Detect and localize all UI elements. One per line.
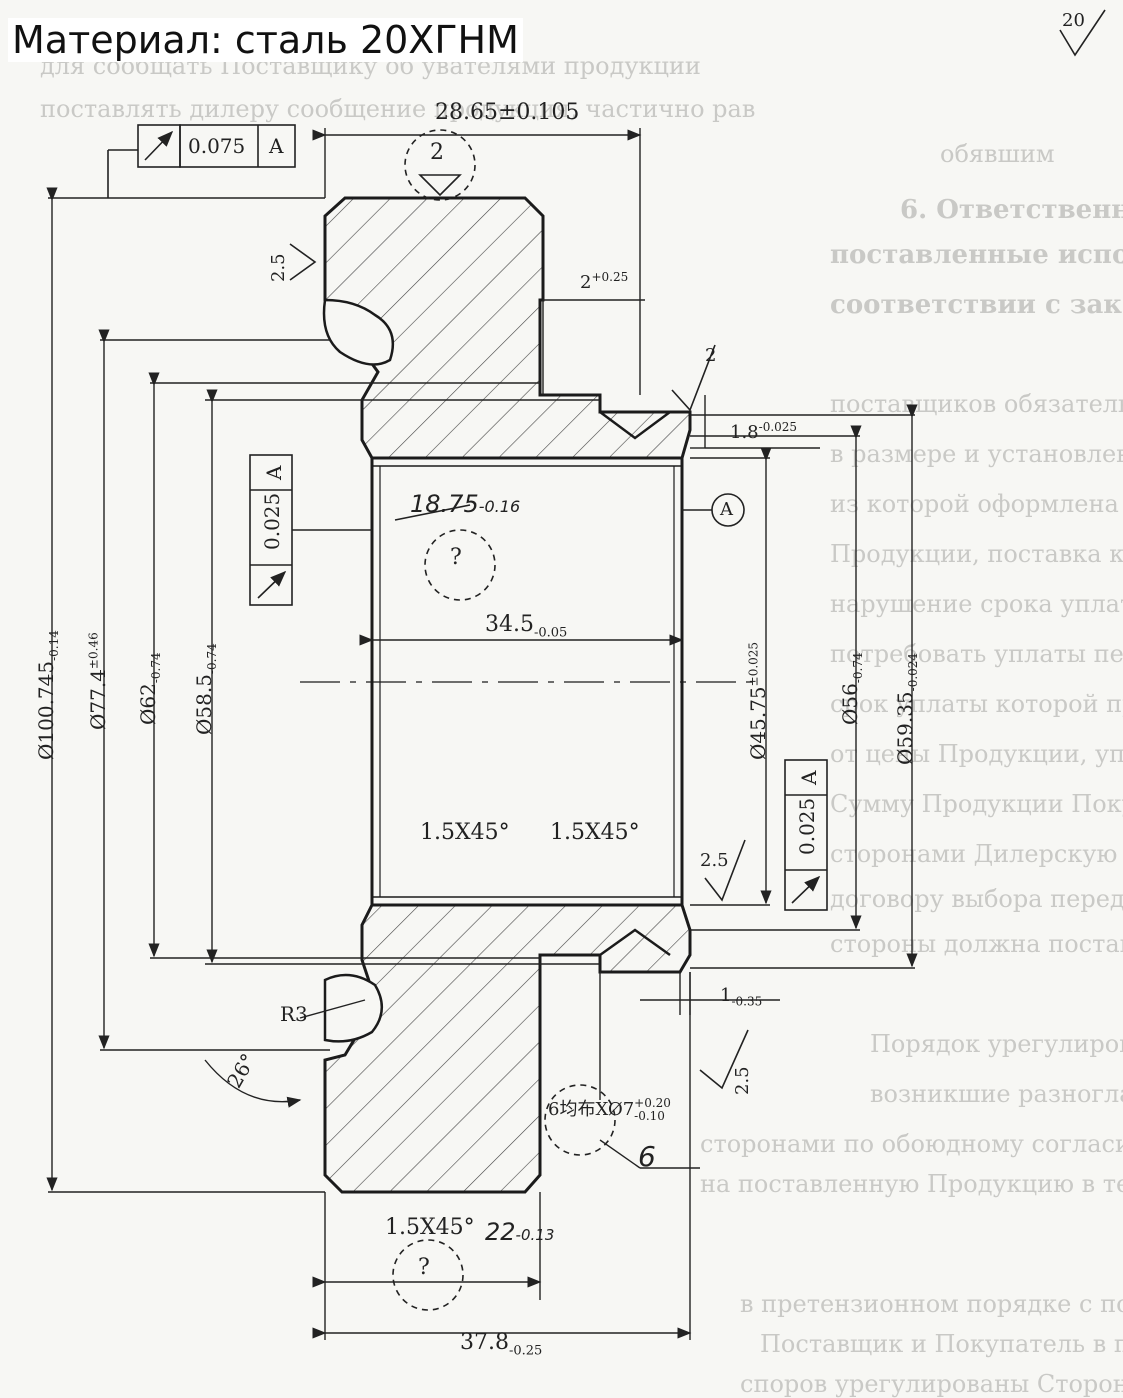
background-text-line: Порядок урегулирования споров при исполн… xyxy=(870,1030,1123,1058)
background-text-line: нарушение срока уплаты цены Продукции По… xyxy=(830,590,1123,618)
background-text-line: в размере и установленные сроки поставки… xyxy=(830,440,1123,468)
dia-62-label: Ø62-0.74 xyxy=(136,652,163,725)
background-text-line: Сумму Продукции Покупатель по настоящему… xyxy=(830,790,1123,818)
dia-58-label: Ø58.5-0.74 xyxy=(192,643,219,735)
bore-width-hand-label: 18.75-0.16 xyxy=(410,490,521,518)
bore-outline xyxy=(300,458,760,905)
datum-a-label-left: A xyxy=(262,465,286,480)
datum-a-label-top: A xyxy=(269,134,284,158)
material-title: Материал: сталь 20ХГНМ xyxy=(8,18,523,62)
roughness-circle-label-top: 2 xyxy=(430,140,444,165)
datum-a-circle-label: A xyxy=(720,499,733,520)
background-text-line: срок уплаты которой просрочена, за кажды… xyxy=(830,690,1123,718)
step-1-8-label: 1.8-0.025 xyxy=(730,420,798,443)
dia-59-label: Ø59.35-0.024 xyxy=(893,652,920,765)
background-text-line: поставлять дилеру сообщение продукция, ч… xyxy=(40,95,756,123)
background-text-line: обявшим xyxy=(940,140,1055,168)
holes-hand-label: 6 xyxy=(638,1140,656,1173)
part-section-lower xyxy=(323,903,692,1194)
runout-value-right: 0.025 xyxy=(795,797,819,855)
dia-77-label: Ø77.4±0.46 xyxy=(86,632,110,730)
background-text-line: потребовать уплаты пени в размере 0,1 % … xyxy=(830,640,1123,668)
dia-45-label: Ø45.75±0.025 xyxy=(746,641,770,760)
roughness-25-bore: 2.5 xyxy=(700,850,729,871)
background-text-line: от цены Продукции, уплата которой произв… xyxy=(830,740,1123,768)
gdt-frames xyxy=(107,124,828,911)
chamfer-label-left: 1.5X45° xyxy=(420,820,510,845)
radius-label: R3 xyxy=(280,1002,308,1026)
runout-value-left: 0.025 xyxy=(260,492,284,550)
chamfer-label-bottom: 1.5X45° xyxy=(385,1215,475,1240)
holes-label: 6均布XØ7+0.20-0.10 xyxy=(548,1096,671,1123)
bottom-22-hand-label: 22-0.13 xyxy=(485,1218,555,1246)
background-text-line: на поставленную Продукцию в течение всег… xyxy=(700,1170,1123,1198)
dia-100-label: Ø100.745-0.14 xyxy=(34,630,61,760)
datum-a-label-right: A xyxy=(797,770,821,785)
chamfer-label-right: 1.5X45° xyxy=(550,820,640,845)
background-text-line: сторонами по обоюдному согласию путем пе… xyxy=(700,1130,1123,1158)
background-text-line: сторонами Дилерскую полную поставки Прод… xyxy=(830,840,1123,868)
background-text-line: соответствии с законодательством Российс… xyxy=(830,290,1123,320)
background-text-line: стороны должна поставщику нарушение обяз… xyxy=(830,930,1123,958)
roughness-25-left: 2.5 xyxy=(268,253,289,282)
bottom-width-label: 37.8-0.25 xyxy=(460,1330,543,1359)
groove-depth-label: 2+0.25 xyxy=(580,270,629,293)
roughness-circle-label-bottom: ? xyxy=(418,1255,430,1280)
roughness-marks xyxy=(289,9,1106,1311)
background-text-line: поставщиков обязательства по поставкам о… xyxy=(830,390,1123,418)
background-text-line: споров урегулированы Сторонами в порядке… xyxy=(740,1370,1123,1398)
part-section-upper xyxy=(322,196,692,460)
background-text-line: Продукции, поставка которой произведена. xyxy=(830,540,1123,568)
step-1-label: 1-0.35 xyxy=(720,985,763,1009)
inner-width-label: 34.5-0.05 xyxy=(485,612,568,641)
background-text-line: договору выбора передачи ответственности… xyxy=(830,885,1123,913)
top-width-label: 28.65±0.105 xyxy=(435,100,580,125)
roughness-2-label: 2 xyxy=(705,345,717,366)
flatness-value: 0.075 xyxy=(188,134,246,158)
roughness-25-bottom: 2.5 xyxy=(732,1066,753,1095)
roughness-circle-label-mid: ? xyxy=(450,545,462,570)
background-text-line: Поставщик и Покупатель в период урегулир… xyxy=(760,1330,1123,1358)
roughness-20-label: 20 xyxy=(1062,10,1085,31)
background-text-line: 6. Ответственность и условия xyxy=(900,195,1123,225)
background-text-line: из которой оформлена каждая поставка, ис… xyxy=(830,490,1123,518)
background-text-line: поставленные исполнения обязательств, на… xyxy=(830,240,1123,270)
background-text-line: возникшие разногласия и претензии по нас… xyxy=(870,1080,1123,1108)
background-text-line: в претензионном порядке с поставкой xyxy=(740,1290,1123,1318)
dimension-lines xyxy=(46,128,918,1340)
dia-56-label: Ø56-0.74 xyxy=(838,652,865,725)
